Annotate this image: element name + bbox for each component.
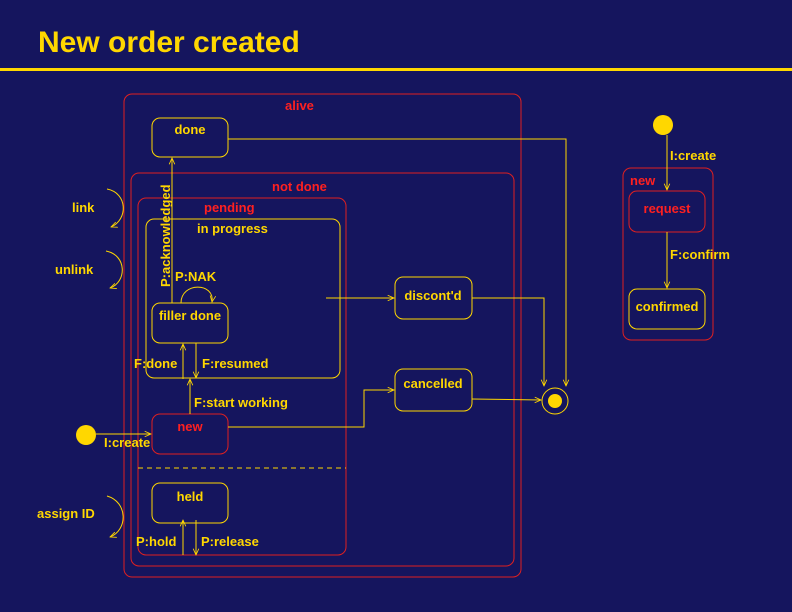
state-filler-done bbox=[151, 302, 229, 344]
state-confirmed bbox=[628, 288, 706, 330]
final-state-ring bbox=[541, 387, 569, 415]
label-filler-done: filler done bbox=[159, 308, 221, 323]
label-not-done: not done bbox=[272, 179, 327, 194]
edge-assign-id-loop bbox=[106, 495, 124, 537]
label-new: new bbox=[177, 419, 203, 434]
initial-state-left bbox=[76, 425, 96, 445]
label-request: request bbox=[644, 201, 692, 216]
page-title: New order created bbox=[38, 26, 300, 59]
edge-done-to-final bbox=[228, 138, 566, 386]
region-new-right bbox=[622, 167, 714, 341]
label-f-start-working: F:start working bbox=[194, 395, 288, 410]
region-alive bbox=[123, 93, 522, 578]
final-state-dot bbox=[548, 394, 562, 408]
label-assign-id: assign ID bbox=[37, 506, 95, 521]
label-confirmed: confirmed bbox=[636, 299, 699, 314]
label-discontd: discont'd bbox=[404, 288, 461, 303]
label-p-acknowledged: P:acknowledged bbox=[158, 184, 173, 287]
edge-link-loop bbox=[106, 188, 124, 227]
region-not-done bbox=[130, 172, 515, 567]
edge-discontd-to-final bbox=[472, 297, 544, 386]
label-pending: pending bbox=[204, 200, 255, 215]
region-in-progress bbox=[145, 218, 341, 379]
label-p-hold: P:hold bbox=[136, 534, 176, 549]
label-p-nak: P:NAK bbox=[175, 269, 217, 284]
label-done: done bbox=[174, 122, 205, 137]
label-in-progress: in progress bbox=[197, 221, 268, 236]
label-unlink: unlink bbox=[55, 262, 94, 277]
label-f-resumed: F:resumed bbox=[202, 356, 269, 371]
label-alive: alive bbox=[285, 98, 314, 113]
label-link: link bbox=[72, 200, 95, 215]
title-underline bbox=[0, 68, 792, 71]
state-done bbox=[151, 117, 229, 158]
state-held bbox=[151, 482, 229, 524]
label-cancelled: cancelled bbox=[403, 376, 462, 391]
label-new-right: new bbox=[630, 173, 656, 188]
edge-unlink-loop bbox=[105, 250, 123, 288]
edge-nak-loop bbox=[180, 286, 212, 304]
label-held: held bbox=[177, 489, 204, 504]
edge-cancelled-to-final bbox=[471, 399, 541, 400]
label-f-confirm: F:confirm bbox=[670, 247, 730, 262]
label-icreate-right: I:create bbox=[670, 148, 716, 163]
label-p-release: P:release bbox=[201, 534, 259, 549]
state-cancelled bbox=[394, 368, 473, 412]
label-f-done: F:done bbox=[134, 356, 177, 371]
label-icreate-left: I:create bbox=[104, 435, 150, 450]
edge-new-to-cancelled bbox=[228, 390, 394, 428]
initial-state-right bbox=[653, 115, 673, 135]
region-pending bbox=[137, 197, 347, 556]
